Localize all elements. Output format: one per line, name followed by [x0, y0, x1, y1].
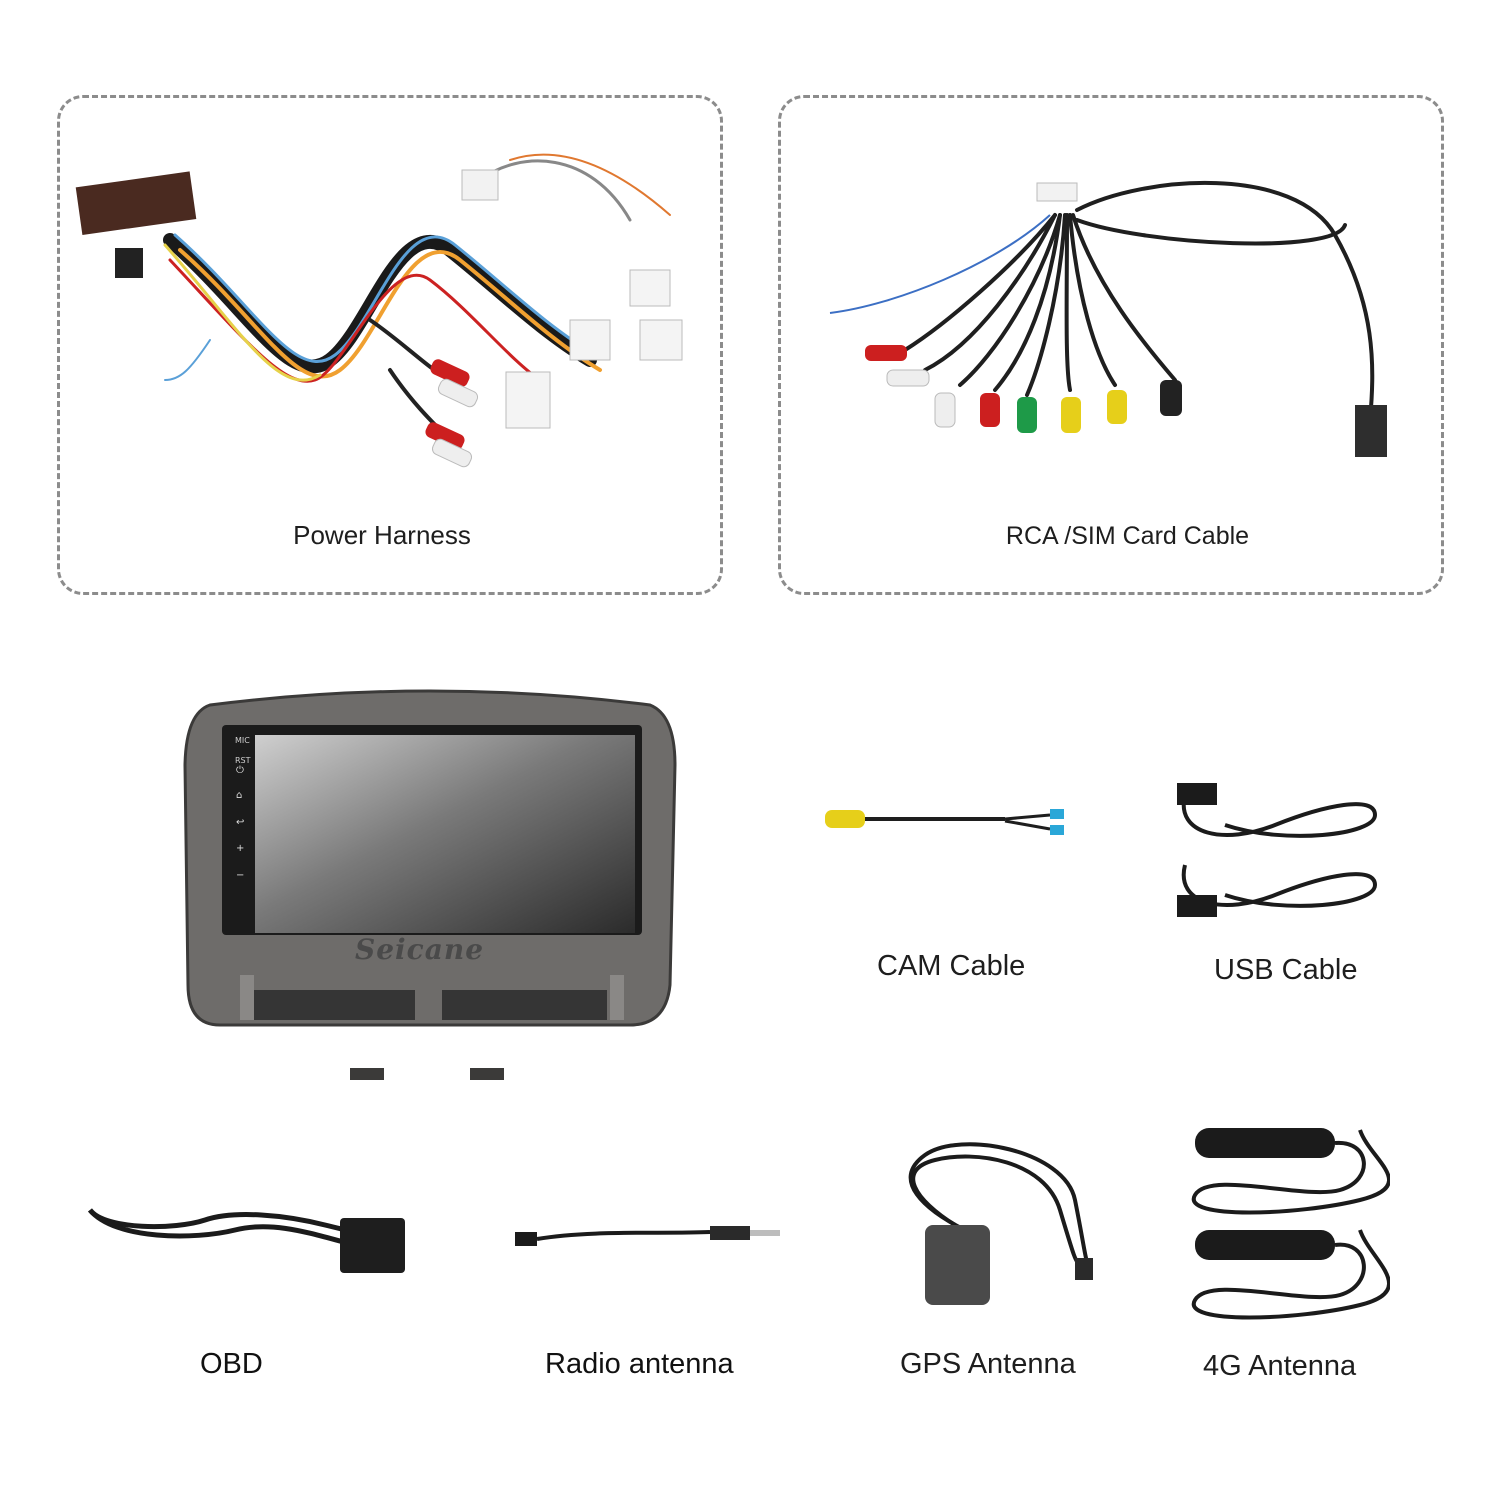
brand-logo: Seicane — [355, 933, 485, 966]
svg-text:−: − — [236, 870, 244, 881]
power-harness-label: Power Harness — [293, 520, 471, 550]
rca-sim-cable-image — [829, 180, 1387, 457]
power-harness-panel — [57, 95, 723, 595]
radio-antenna-image — [515, 1226, 780, 1246]
svg-text:⌂: ⌂ — [236, 790, 242, 801]
cam-cable-image — [825, 809, 1064, 835]
usb-cable-label: USB Cable — [1214, 954, 1358, 986]
cam-cable-label: CAM Cable — [877, 950, 1026, 982]
svg-text:+: + — [236, 843, 244, 854]
gps-antenna-label: GPS Antenna — [900, 1348, 1076, 1380]
radio-antenna-label: Radio antenna — [545, 1348, 734, 1380]
gps-antenna-image — [908, 1142, 1093, 1305]
svg-text:↩: ↩ — [236, 817, 244, 828]
svg-text:MIC: MIC — [235, 736, 250, 745]
power-harness-image — [75, 153, 683, 468]
rca-sim-cable-label: RCA /SIM Card Cable — [1005, 522, 1250, 550]
obd-image — [88, 1208, 405, 1273]
svg-text:RST: RST — [235, 756, 251, 765]
antenna-4g-image — [1191, 1128, 1390, 1320]
rca-sim-cable-panel — [778, 95, 1444, 595]
head-unit-image: MIC RST ⏻ ⌂ ↩ + − — [183, 689, 677, 1080]
svg-text:⏻: ⏻ — [236, 765, 244, 776]
usb-cable-image — [1177, 783, 1378, 917]
obd-label: OBD — [200, 1348, 263, 1380]
antenna-4g-label: 4G Antenna — [1203, 1350, 1357, 1382]
